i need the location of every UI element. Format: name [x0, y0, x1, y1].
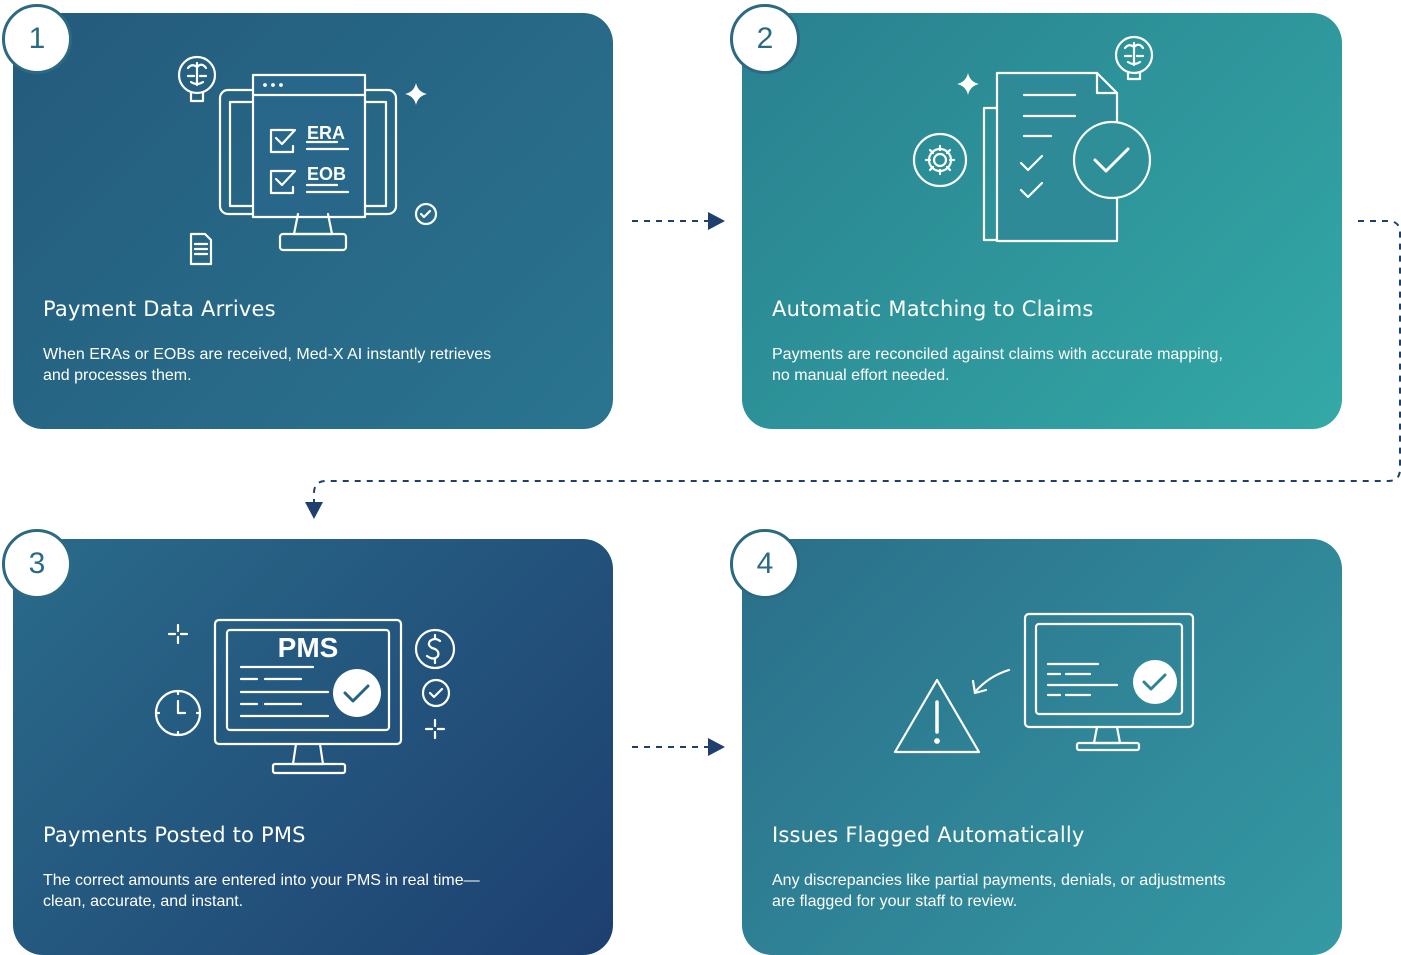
step-3-title: Payments Posted to PMS: [43, 823, 306, 847]
connector-3-to-4: [632, 738, 725, 756]
step-3-number-badge: 3: [2, 529, 72, 599]
step-4-number-badge: 4: [730, 529, 800, 599]
step-4-title: Issues Flagged Automatically: [772, 823, 1085, 847]
monitor-pms-icon: PMS: [154, 618, 456, 775]
era-label: ERA: [307, 123, 345, 143]
brain-icon: [1114, 35, 1154, 81]
step-1-description: When ERAs or EOBs are received, Med-X AI…: [43, 346, 492, 384]
eob-label: EOB: [307, 164, 346, 184]
arrow-icon: [973, 668, 1011, 694]
step-card-2: Automatic Matching to Claims Payments ar…: [742, 13, 1342, 429]
sparkle-icon: [405, 83, 427, 105]
step-2-number-badge: 2: [730, 4, 800, 74]
sparkle-icon: [957, 73, 979, 95]
step-card-3: PMS Payments Posted to PMS The correct a…: [13, 539, 613, 955]
pms-label: PMS: [278, 632, 339, 663]
step-3-description: The correct amounts are entered into you…: [43, 872, 480, 910]
dollar-icon: [414, 628, 456, 670]
document-checklist-icon: [912, 35, 1154, 243]
step-1-title: Payment Data Arrives: [43, 297, 276, 321]
clock-icon: [154, 689, 202, 737]
brain-icon: [177, 55, 217, 103]
monitor-era-eob-icon: ERA EOB: [177, 55, 438, 266]
connector-1-to-2: [632, 212, 725, 230]
step-1-number-badge: 1: [2, 4, 72, 74]
gear-icon: [912, 132, 968, 188]
step-2-title: Automatic Matching to Claims: [772, 297, 1094, 321]
step-2-description: Payments are reconciled against claims w…: [772, 346, 1223, 384]
step-card-1: ERA EOB Payment Data Arrives When ERAs o…: [13, 13, 613, 429]
warning-icon: [893, 678, 981, 754]
step-card-4: Issues Flagged Automatically Any discrep…: [742, 539, 1342, 955]
warning-monitor-icon: [893, 612, 1195, 754]
connector-2-to-3: [305, 220, 1401, 519]
step-4-description: Any discrepancies like partial payments,…: [772, 872, 1226, 910]
